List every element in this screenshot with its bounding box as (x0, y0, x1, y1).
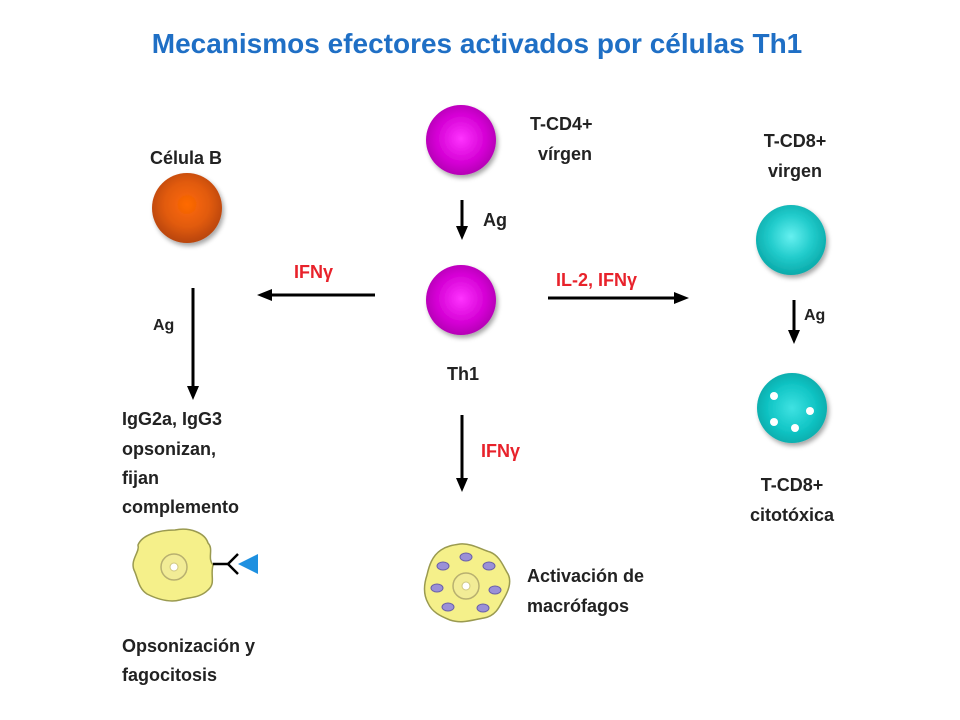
granule (436, 561, 450, 571)
arrow-th1-to-macrophage (456, 415, 468, 492)
ifng-label-b: IFNγ (294, 262, 334, 282)
macrophage-icon (423, 543, 511, 623)
ag-label-cd4: Ag (483, 210, 507, 230)
tcd8-naive-cell (756, 205, 826, 275)
macrophage-outcome-line2: macrófagos (527, 596, 630, 616)
macrophage-outcome-line1: Activación de (527, 566, 645, 586)
antibody-icon (213, 553, 239, 575)
th1-cell (426, 265, 496, 335)
arrow-th1-to-cd8 (548, 292, 689, 304)
antibody-outcome-line2: opsonizan, (122, 439, 216, 459)
granule-dot (770, 392, 778, 400)
phagocytosis-outcome-line1: Opsonización y (122, 636, 256, 656)
granule (441, 602, 455, 612)
granule-dot (791, 424, 799, 432)
antibody-outcome-line3: fijan (122, 468, 160, 488)
ag-label-b: Ag (153, 317, 175, 334)
antibody-outcome-line4: complemento (122, 497, 240, 517)
tcd4-naive-cell (426, 105, 496, 175)
tcd8-naive-label-line2: virgen (767, 161, 823, 181)
granule (430, 583, 444, 593)
ag-label-cd8: Ag (804, 307, 826, 324)
ifng-label-macrophage: IFNγ (481, 441, 521, 461)
arrow-cd4-to-th1 (456, 200, 468, 240)
phagocytosis-outcome-line2: fagocitosis (122, 665, 218, 685)
granule (488, 585, 502, 595)
granule (476, 603, 490, 613)
arrow-b-down (187, 288, 199, 400)
tcd4-naive-label-line1: T-CD4+ (530, 114, 593, 134)
granule-dot (806, 407, 814, 415)
tcd8-cytotoxic-label-line1: T-CD8+ (760, 475, 824, 495)
granule (482, 561, 496, 571)
antibody-outcome-line1: IgG2a, IgG3 (122, 409, 223, 429)
il2-ifng-label: IL-2, IFNγ (556, 270, 638, 290)
phagocyte-icon (132, 528, 258, 602)
b-cell-label: Célula B (149, 148, 223, 168)
diagram-title: Mecanismos efectores activados por célul… (151, 28, 803, 59)
arrow-th1-to-b (257, 289, 375, 301)
tcd4-naive-label-line2: vírgen (538, 144, 593, 164)
arrow-cd8-down (788, 300, 800, 344)
antigen-icon (238, 554, 258, 574)
th1-label: Th1 (446, 364, 480, 384)
tcd8-cytotoxic-cell (757, 373, 827, 443)
granule-dot (770, 418, 778, 426)
tcd8-naive-label-line1: T-CD8+ (763, 131, 827, 151)
tcd8-cytotoxic-label-line2: citotóxica (749, 505, 835, 525)
b-cell (152, 173, 222, 243)
granule (459, 552, 473, 562)
